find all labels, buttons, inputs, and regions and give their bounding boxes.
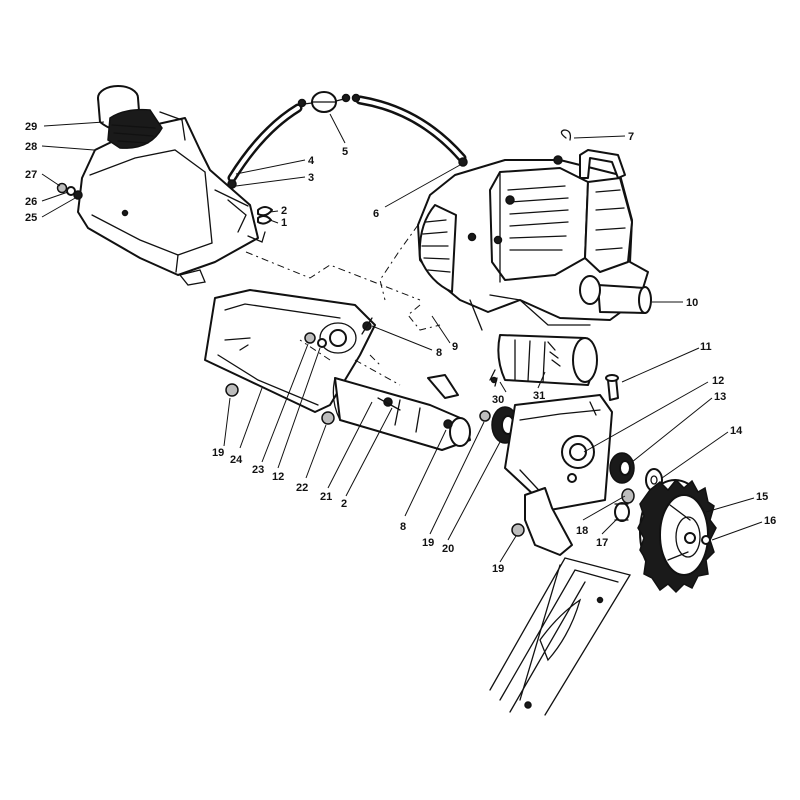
callout-30: 30 xyxy=(492,394,504,406)
callout-28: 28 xyxy=(25,141,37,153)
plate-bolt xyxy=(361,317,373,335)
callout-19: 19 xyxy=(212,447,224,459)
callout-12: 12 xyxy=(712,375,724,387)
axle-housing xyxy=(332,374,471,451)
callout-15: 15 xyxy=(756,491,768,503)
callout-6: 6 xyxy=(373,208,379,220)
callout-4: 4 xyxy=(308,155,315,167)
assembly-lines xyxy=(245,224,441,386)
wheel-bushing xyxy=(609,452,635,484)
hub-spacer xyxy=(614,488,635,522)
callout-27: 27 xyxy=(25,169,37,181)
electric-starter xyxy=(489,334,598,387)
lower-bracket xyxy=(511,487,573,556)
callout-14: 14 xyxy=(730,425,743,437)
callout-18: 18 xyxy=(576,525,588,537)
fuel-hose xyxy=(227,93,468,189)
shaft-bolt xyxy=(377,397,453,429)
callout-20: 20 xyxy=(442,543,454,555)
callout-19b: 19 xyxy=(422,537,434,549)
callout-17: 17 xyxy=(596,537,608,549)
handle-frame xyxy=(489,557,632,716)
tank-hardware-nut xyxy=(56,182,83,200)
fuel-tank xyxy=(77,117,266,286)
callout-21: 21 xyxy=(320,491,332,503)
callout-29: 29 xyxy=(25,121,37,133)
callout-24: 24 xyxy=(230,454,243,466)
hose-clip xyxy=(257,206,273,225)
callout-31: 31 xyxy=(533,390,545,402)
spark-plug-clip xyxy=(560,129,572,141)
callout-23: 23 xyxy=(252,464,264,476)
bracket-bolt xyxy=(605,374,619,401)
wheel xyxy=(637,478,717,594)
wheel-cap xyxy=(701,535,711,545)
callout-22: 22 xyxy=(296,482,308,494)
fuel-cap xyxy=(97,85,186,149)
callout-19c: 19 xyxy=(492,563,504,575)
callout-25: 25 xyxy=(25,212,37,224)
callout-7: 7 xyxy=(628,131,634,143)
callout-11: 11 xyxy=(700,341,712,353)
callout-labels: 29 28 27 26 25 4 3 2 1 5 6 7 10 8 9 11 3… xyxy=(25,121,776,575)
callout-2: 2 xyxy=(281,205,287,217)
callout-8b: 8 xyxy=(400,521,406,533)
side-bracket xyxy=(504,394,613,511)
frame-nut xyxy=(225,332,335,425)
callout-16: 16 xyxy=(764,515,776,527)
fuel-filter xyxy=(303,91,345,113)
callout-5: 5 xyxy=(342,146,348,158)
callout-13: 13 xyxy=(714,391,726,403)
callout-2b: 2 xyxy=(341,498,347,510)
callout-3: 3 xyxy=(308,172,314,184)
callout-8: 8 xyxy=(436,347,442,359)
callout-9: 9 xyxy=(452,341,458,353)
callout-26: 26 xyxy=(25,196,37,208)
callout-12b: 12 xyxy=(272,471,284,483)
callout-10: 10 xyxy=(686,297,698,309)
leader-lines xyxy=(41,113,763,563)
callout-1: 1 xyxy=(281,217,287,229)
engine xyxy=(417,149,652,331)
